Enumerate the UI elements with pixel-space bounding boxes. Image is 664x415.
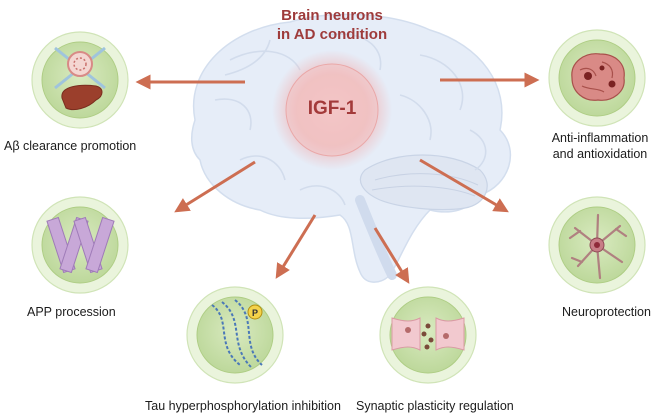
app-fibrils-icon — [46, 216, 115, 274]
label-anti-inflammation: Anti-inflammation and antioxidation — [545, 130, 655, 162]
phosphorylated-tau-icon — [211, 299, 263, 369]
node-synaptic — [379, 286, 477, 384]
label-anti-inflammation-line-2: and antioxidation — [552, 147, 648, 161]
igf1-label: IGF-1 — [307, 98, 357, 119]
phosphate-badge: P — [252, 308, 258, 318]
node-inflammation — [548, 29, 646, 127]
node-tau: P — [186, 286, 284, 384]
label-anti-inflammation-line-1: Anti-inflammation — [551, 131, 649, 145]
arrow-synaptic — [373, 227, 410, 284]
arrow-neuro — [419, 158, 509, 213]
synapse-icon — [391, 317, 465, 351]
title-line-2: in AD condition — [276, 26, 388, 43]
arrow-tau — [275, 214, 317, 279]
label-synaptic-plasticity: Synaptic plasticity regulation — [356, 399, 514, 413]
inflamed-brain-icon — [571, 53, 625, 101]
arrows — [135, 72, 540, 284]
label-neuroprotection: Neuroprotection — [562, 305, 651, 319]
diagram-title: Brain neurons in AD condition — [232, 6, 432, 44]
label-abeta-clearance: Aβ clearance promotion — [4, 139, 137, 153]
node-app — [31, 196, 129, 294]
phosphate-badge-icon — [247, 304, 263, 320]
arrow-app — [174, 160, 256, 213]
title-line-1: Brain neurons — [281, 7, 383, 24]
node-abeta — [31, 31, 129, 129]
igf1-core — [285, 63, 379, 157]
label-tau-inhibition: Tau hyperphosphorylation inhibition — [145, 399, 341, 413]
node-neuro — [548, 196, 646, 294]
liver-and-vessel-icon — [54, 46, 106, 111]
label-app-procession: APP procession — [27, 305, 116, 319]
